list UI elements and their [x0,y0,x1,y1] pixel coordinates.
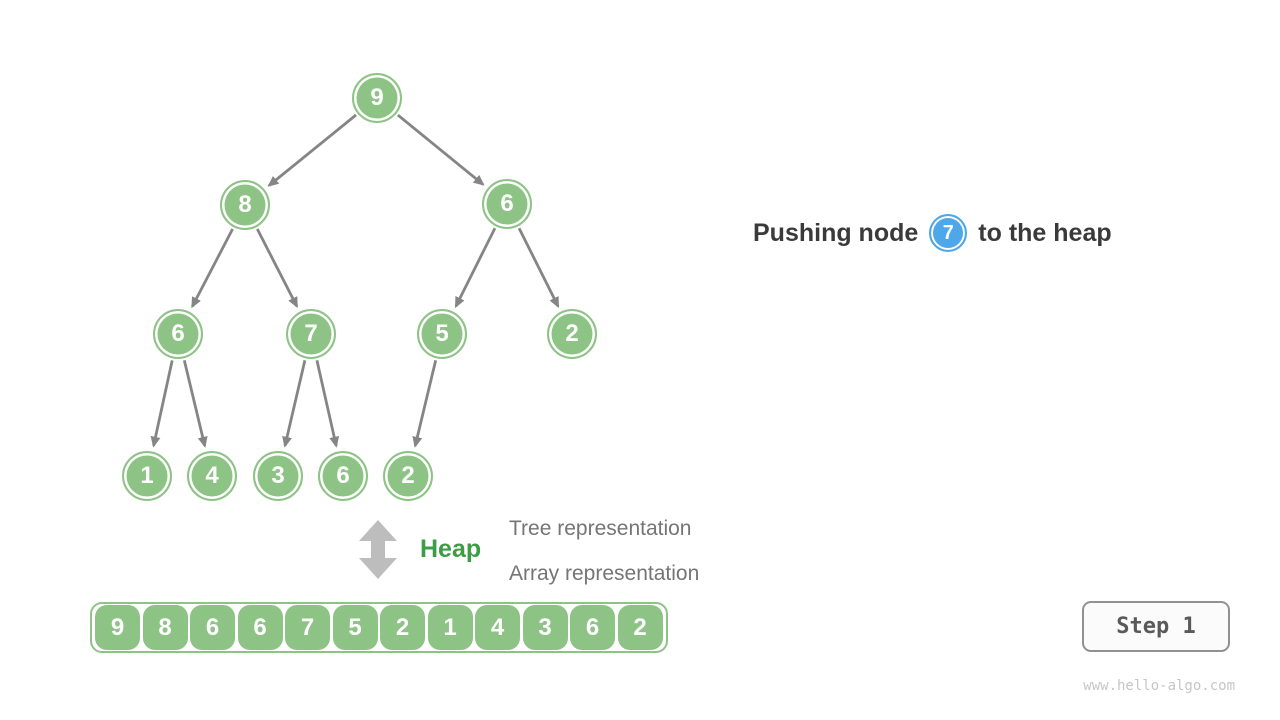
array-cell: 6 [237,605,283,650]
edge-6-4 [182,359,208,448]
array-cell: 3 [522,605,568,650]
edge-8-6 [191,228,234,309]
diagram-title: Pushing node 7 to the heap [753,210,1112,256]
watermark: www.hello-algo.com [1083,678,1235,694]
array-cell: 6 [570,605,615,650]
tree-node: 2 [383,451,433,501]
tree-edges [150,113,560,448]
heap-array: 9 8 6 6 7 5 2 1 4 3 6 2 [90,602,668,653]
edge-5-2 [412,359,438,448]
tree-node: 7 [286,309,336,359]
edge-7-3 [282,359,307,448]
array-representation-label: Array representation [509,562,700,585]
edge-6-2 [517,227,560,309]
array-cell: 5 [332,605,378,650]
edge-9-8 [267,113,357,187]
tree-node: 3 [253,451,303,501]
edge-6-5 [454,227,497,309]
array-cell: 1 [427,605,473,650]
edge-6-1 [150,360,174,448]
tree-node: 6 [482,179,532,229]
array-cell: 4 [475,605,520,650]
edge-8-7 [256,228,299,309]
array-cell: 2 [380,605,425,650]
pushed-node-badge: 7 [929,214,968,252]
tree-node: 5 [417,309,467,359]
array-cell: 9 [95,605,140,650]
tree-node: 8 [220,180,270,230]
tree-representation-label: Tree representation [509,517,692,540]
array-cell: 2 [617,605,663,650]
tree-node: 4 [187,451,237,501]
tree-node: 6 [318,451,368,501]
heap-label: Heap [420,535,482,563]
step-badge: Step 1 [1082,601,1230,652]
tree-node: 6 [153,309,203,359]
tree-node: 2 [547,309,597,359]
up-down-arrow-icon [359,520,397,579]
array-cell: 6 [190,605,235,650]
edge-9-6 [397,114,485,186]
tree-node: 1 [122,451,172,501]
edge-7-6 [315,359,340,448]
title-prefix: Pushing node [753,218,919,247]
title-suffix: to the heap [978,218,1112,247]
array-cell: 8 [142,605,188,650]
array-cell: 7 [285,605,330,650]
tree-node-root: 9 [352,73,402,123]
